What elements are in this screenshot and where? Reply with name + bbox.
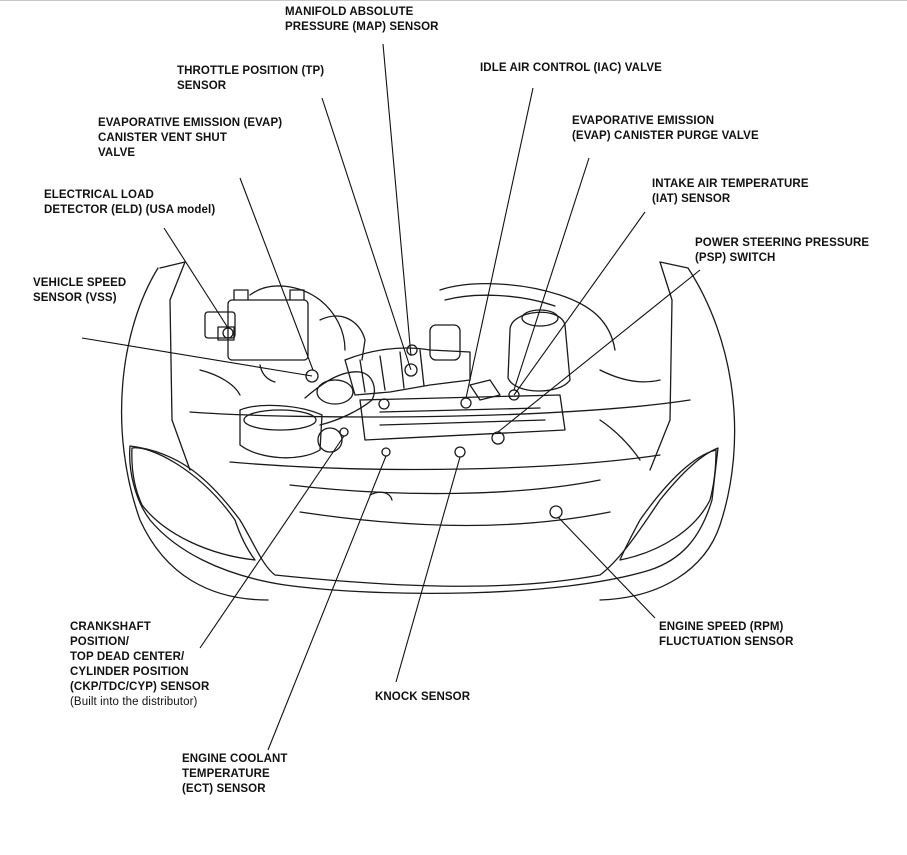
brake-master [319,315,366,361]
label-rpm-sensor: ENGINE SPEED (RPM) FLUCTUATION SENSOR [659,620,793,650]
label-line: VEHICLE SPEED [33,277,127,289]
label-vss: VEHICLE SPEED SENSOR (VSS) [33,276,126,306]
leader-ect [267,455,387,751]
leader-rpm [557,516,656,619]
leader-vss [81,337,313,377]
leader-knock [395,456,461,683]
leader-evap-vent [239,177,314,371]
label-line: IDLE AIR CONTROL (IAC) VALVE [480,62,662,74]
label-line: ENGINE COOLANT [182,753,288,765]
label-line: DETECTOR (ELD) (USA model) [44,204,216,216]
leader-eld [163,227,229,329]
label-line: MANIFOLD ABSOLUTE [285,6,414,18]
leader-psp [497,269,701,433]
label-line: SENSOR (VSS) [33,292,117,304]
label-line: (EVAP) CANISTER PURGE VALVE [572,130,759,142]
label-line: POSITION/ [70,636,130,648]
radiator-support [189,399,691,418]
label-line: INTAKE AIR TEMPERATURE [652,178,809,190]
leader-tp [321,97,412,371]
distributor [317,427,343,453]
leader-iat [513,211,646,396]
label-line: (CKP/TDC/CYP) SENSOR [70,681,210,693]
label-psp-switch: POWER STEERING PRESSURE (PSP) SWITCH [695,236,869,266]
label-knock-sensor: KNOCK SENSOR [375,690,470,705]
top-border [0,0,907,1]
label-line: (IAT) SENSOR [652,193,731,205]
label-line: KNOCK SENSOR [375,691,471,703]
hood-latch-bar [289,479,601,495]
battery [227,299,309,361]
leader-iac [465,87,534,399]
label-line: (ECT) SENSOR [182,783,266,795]
hose-top [439,283,616,351]
label-evap-vent-valve: EVAPORATIVE EMISSION (EVAP) CANISTER VEN… [98,116,282,161]
hose-left [249,285,346,351]
left-fender-inner [169,261,191,471]
label-line: (PSP) SWITCH [695,252,776,264]
fuse-box [204,311,236,339]
label-line: ELECTRICAL LOAD [44,189,154,201]
label-line: CYLINDER POSITION [70,666,189,678]
intake-manifold [344,347,471,396]
label-note: (Built into the distributor) [70,696,198,708]
front-bumper [129,445,719,595]
label-line: SENSOR [177,80,227,92]
label-line: EVAPORATIVE EMISSION [572,115,715,127]
right-fender [599,267,736,601]
label-line: THROTTLE POSITION (TP) [177,65,325,77]
air-cleaner [239,404,323,459]
label-line: FLUCTUATION SENSOR [659,636,794,648]
label-tp-sensor: THROTTLE POSITION (TP) SENSOR [177,64,324,94]
right-headlight [619,449,717,561]
label-line: CANISTER VENT SHUT [98,132,227,144]
label-iac-valve: IDLE AIR CONTROL (IAC) VALVE [480,61,662,76]
bumper-edge [299,511,611,527]
label-line: VALVE [98,147,136,159]
label-eld: ELECTRICAL LOAD DETECTOR (ELD) (USA mode… [44,188,215,218]
label-line: EVAPORATIVE EMISSION (EVAP) [98,117,283,129]
radiator-support-2 [229,454,661,471]
label-line: POWER STEERING PRESSURE [695,237,870,249]
ps-reservoir [429,324,461,361]
label-line: PRESSURE (MAP) SENSOR [285,21,439,33]
label-ect-sensor: ENGINE COOLANT TEMPERATURE (ECT) SENSOR [182,752,288,797]
label-map-sensor: MANIFOLD ABSOLUTE PRESSURE (MAP) SENSOR [285,5,439,35]
label-ckp-sensor: CRANKSHAFT POSITION/ TOP DEAD CENTER/ CY… [70,620,209,710]
label-line: ENGINE SPEED (RPM) [659,621,784,633]
leader-map [382,43,412,357]
leader-evap-purge [513,157,590,391]
label-line: TOP DEAD CENTER/ [70,651,185,663]
label-iat-sensor: INTAKE AIR TEMPERATURE (IAT) SENSOR [652,177,809,207]
label-evap-purge-valve: EVAPORATIVE EMISSION (EVAP) CANISTER PUR… [572,114,759,144]
right-fender-inner [649,261,673,471]
label-line: TEMPERATURE [182,768,270,780]
label-line: CRANKSHAFT [70,621,151,633]
leader-ckp [199,435,345,649]
left-headlight [131,447,256,561]
left-fender [120,267,269,601]
